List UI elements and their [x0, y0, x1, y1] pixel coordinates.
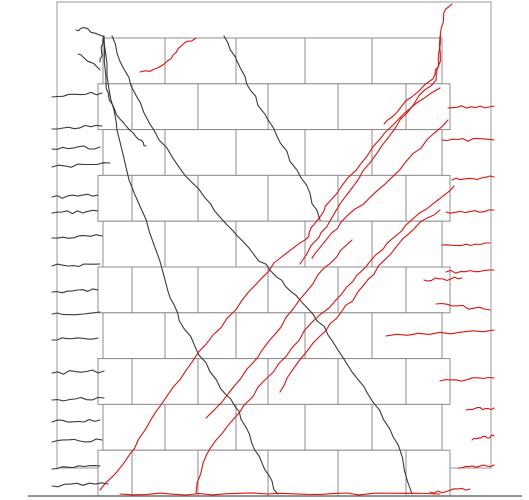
- diagonal-red-crack: [205, 239, 353, 419]
- diagonal-red-crack: [99, 87, 441, 491]
- brick-course: [102, 129, 443, 176]
- brick-course: [97, 174, 451, 222]
- left-edge-dark-crack: [51, 438, 103, 443]
- left-edge-dark-crack: [51, 418, 101, 423]
- diagonal-red-crack: [119, 492, 441, 496]
- left-edge-dark-crack: [51, 288, 99, 294]
- right-edge-red-crack: [439, 376, 495, 382]
- crack-pattern: [51, 3, 495, 496]
- diagonal-dark-crack: [75, 27, 105, 63]
- right-edge-red-crack: [465, 406, 495, 411]
- right-edge-red-crack: [451, 175, 495, 181]
- right-edge-red-crack: [423, 276, 463, 282]
- left-edge-dark-crack: [51, 465, 101, 470]
- brick-course: [97, 358, 451, 405]
- left-edge-dark-crack: [51, 209, 99, 215]
- right-edge-red-crack: [445, 209, 495, 214]
- right-edge-red-crack: [471, 434, 495, 441]
- left-edge-dark-crack: [51, 91, 103, 98]
- left-edge-dark-crack: [51, 396, 105, 402]
- left-edge-dark-crack: [51, 337, 99, 341]
- left-edge-dark-crack: [51, 234, 103, 239]
- diagonal-dark-crack: [102, 35, 279, 495]
- right-edge-red-crack: [441, 137, 495, 142]
- diagonal-red-crack: [279, 209, 441, 393]
- diagonal-red-crack: [299, 35, 441, 265]
- diagonal-red-crack: [139, 37, 197, 73]
- brick-course: [102, 403, 443, 451]
- left-edge-dark-crack: [51, 162, 111, 168]
- masonry-wall: [97, 37, 451, 497]
- right-edge-red-crack: [435, 302, 491, 311]
- left-edge-dark-crack: [51, 193, 99, 199]
- right-edge-red-crack: [445, 269, 495, 274]
- brick-course: [102, 37, 443, 85]
- left-edge-dark-crack: [51, 482, 109, 488]
- right-edge-red-crack: [447, 105, 495, 109]
- diagonal-dark-crack: [111, 35, 413, 495]
- left-edge-dark-crack: [51, 263, 101, 268]
- diagonal-red-crack: [195, 185, 455, 495]
- brick-course: [102, 312, 443, 360]
- right-edge-red-crack: [429, 487, 471, 494]
- left-edge-dark-crack: [51, 145, 101, 150]
- right-edge-red-crack: [441, 242, 491, 247]
- right-edge-red-crack: [385, 329, 495, 337]
- left-edge-dark-crack: [51, 311, 101, 316]
- diagonal-red-crack: [311, 119, 449, 259]
- diagonal-dark-crack: [223, 35, 321, 221]
- right-edge-red-crack: [457, 464, 495, 469]
- left-edge-dark-crack: [51, 124, 103, 130]
- diagonal-dark-crack: [103, 35, 147, 147]
- diagonal-dark-crack: [77, 53, 101, 71]
- brick-course: [97, 83, 451, 131]
- left-edge-dark-crack: [51, 369, 105, 375]
